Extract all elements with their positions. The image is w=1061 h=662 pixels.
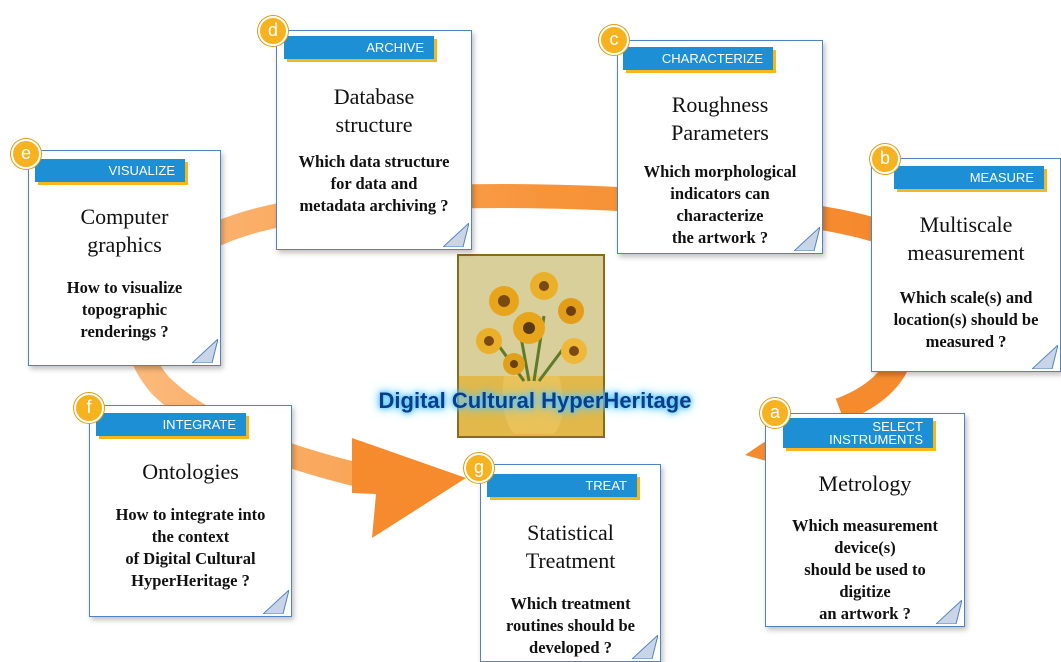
badge-e: e xyxy=(11,139,41,169)
tag-select-instruments: SELECT INSTRUMENTS xyxy=(783,418,933,448)
badge-a: a xyxy=(760,398,790,428)
card-integrate: Ontologies How to integrate into the con… xyxy=(89,405,292,617)
card-measure: Multiscale measurement Which scale(s) an… xyxy=(871,158,1061,372)
badge-f: f xyxy=(74,393,104,423)
page-curl-icon xyxy=(936,600,962,624)
tag-integrate: INTEGRATE xyxy=(96,413,246,436)
page-curl-icon xyxy=(192,339,218,363)
card-question: Which measurement device(s) should be us… xyxy=(792,516,938,623)
tag-characterize: CHARACTERIZE xyxy=(623,47,773,70)
badge-b: b xyxy=(870,144,900,174)
page-curl-icon xyxy=(1032,345,1058,369)
sunflowers-painting xyxy=(457,254,605,438)
page-curl-icon xyxy=(263,590,289,614)
card-visualize: Computer graphics How to visualize topog… xyxy=(28,150,221,366)
tag-visualize: VISUALIZE xyxy=(35,159,185,182)
page-curl-icon xyxy=(632,635,658,659)
arrow-head-left xyxy=(352,438,466,538)
card-question: Which data structure for data and metada… xyxy=(298,152,450,215)
card-title: Statistical Treatment xyxy=(525,520,616,573)
card-title: Database structure xyxy=(333,84,415,137)
card-characterize: Roughness Parameters Which morphological… xyxy=(617,40,823,254)
badge-c: c xyxy=(599,25,629,55)
card-treat: Statistical Treatment Which treatment ro… xyxy=(480,464,661,662)
card-question: Which treatment routines should be devel… xyxy=(506,594,635,657)
card-title: Computer graphics xyxy=(80,204,169,257)
card-question: How to visualize topographic renderings … xyxy=(66,278,183,341)
card-title: Metrology xyxy=(818,471,912,496)
badge-g: g xyxy=(464,453,494,483)
card-title: Multiscale measurement xyxy=(907,212,1025,265)
card-question: Which morphological indicators can chara… xyxy=(643,162,797,247)
card-title: Roughness Parameters xyxy=(671,92,769,145)
tag-archive: ARCHIVE xyxy=(284,36,434,59)
tag-treat: TREAT xyxy=(487,474,637,497)
page-curl-icon xyxy=(443,223,469,247)
page-curl-icon xyxy=(794,227,820,251)
card-question: How to integrate into the context of Dig… xyxy=(115,505,266,590)
card-archive: Database structure Which data structure … xyxy=(276,30,472,250)
badge-d: d xyxy=(258,16,288,46)
card-question: Which scale(s) and location(s) should be… xyxy=(893,288,1039,351)
card-title: Ontologies xyxy=(142,459,239,484)
tag-measure: MEASURE xyxy=(894,166,1044,189)
center-label: Digital Cultural HyperHeritage xyxy=(378,388,692,413)
card-select-instruments: Metrology Which measurement device(s) sh… xyxy=(765,413,965,627)
